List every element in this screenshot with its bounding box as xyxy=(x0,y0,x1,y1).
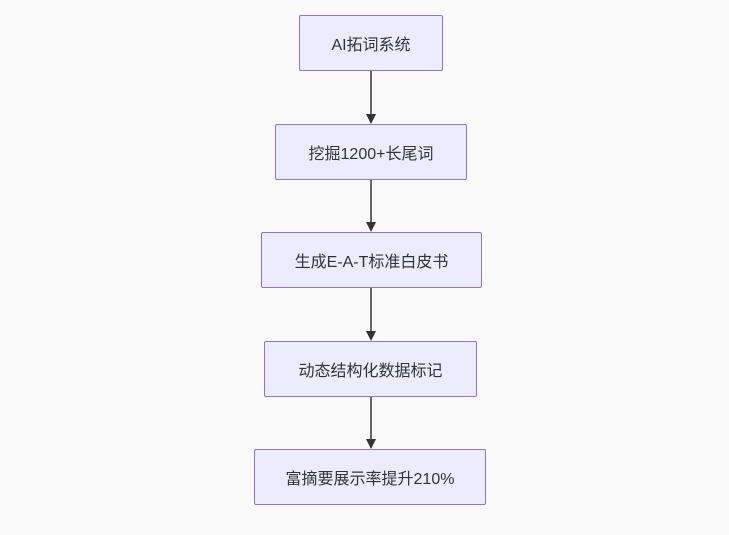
flowchart-node-longtail-keywords: 挖掘1200+长尾词 xyxy=(275,124,467,180)
flowchart-node-eat-whitepaper: 生成E-A-T标准白皮书 xyxy=(261,232,482,288)
flowchart-arrow xyxy=(366,288,376,341)
node-label: AI拓词系统 xyxy=(331,37,411,54)
node-label: 挖掘1200+长尾词 xyxy=(308,146,434,163)
arrow-line xyxy=(370,180,372,223)
arrowhead-icon xyxy=(366,114,376,124)
flowchart-arrow xyxy=(366,397,376,449)
flowchart-node-rich-snippet-rate: 富摘要展示率提升210% xyxy=(254,449,486,505)
flowchart-arrow xyxy=(366,180,376,232)
arrow-line xyxy=(370,288,372,332)
arrowhead-icon xyxy=(366,331,376,341)
flowchart-node-structured-data: 动态结构化数据标记 xyxy=(264,341,477,397)
node-label: 富摘要展示率提升210% xyxy=(285,471,455,488)
arrowhead-icon xyxy=(366,439,376,449)
flowchart-node-ai-system: AI拓词系统 xyxy=(299,15,443,71)
arrow-line xyxy=(370,397,372,440)
flowchart-arrow xyxy=(366,71,376,124)
arrow-line xyxy=(370,71,372,115)
arrowhead-icon xyxy=(366,222,376,232)
node-label: 动态结构化数据标记 xyxy=(298,363,443,380)
node-label: 生成E-A-T标准白皮书 xyxy=(294,254,449,271)
